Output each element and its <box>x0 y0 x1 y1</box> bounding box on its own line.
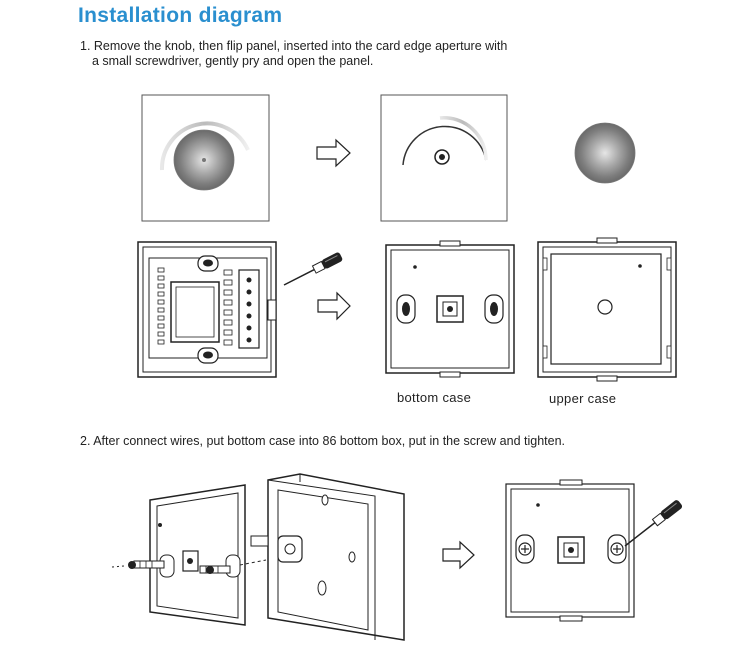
screw-icon <box>199 565 231 574</box>
installed-bottom-case <box>505 479 635 622</box>
step1-instruction-line2: a small screwdriver, gently pry and open… <box>92 54 374 68</box>
panel-without-knob <box>380 94 508 222</box>
step1-instruction-line1: 1. Remove the knob, then flip panel, ins… <box>80 39 508 53</box>
panel-with-knob <box>141 94 270 222</box>
terminal-block <box>238 269 260 349</box>
removed-knob-icon <box>574 122 636 184</box>
upper-case-caption: upper case <box>549 391 617 406</box>
right-arrow-icon <box>317 291 351 321</box>
screwdriver-icon <box>624 500 683 547</box>
panel-back-assembled <box>137 241 277 378</box>
bottom-case-caption: bottom case <box>397 390 472 405</box>
right-arrow-icon <box>316 138 351 168</box>
step2-instruction: 2. After connect wires, put bottom case … <box>80 434 565 448</box>
bottom-case-drawing <box>385 240 515 378</box>
right-arrow-icon <box>442 540 475 570</box>
screw-icon <box>111 560 165 569</box>
dimmer-arc <box>159 121 250 171</box>
page-title: Installation diagram <box>78 4 283 27</box>
upper-case-drawing <box>537 237 677 382</box>
exploded-assembly <box>111 473 405 641</box>
screwdriver-icon <box>283 252 343 286</box>
